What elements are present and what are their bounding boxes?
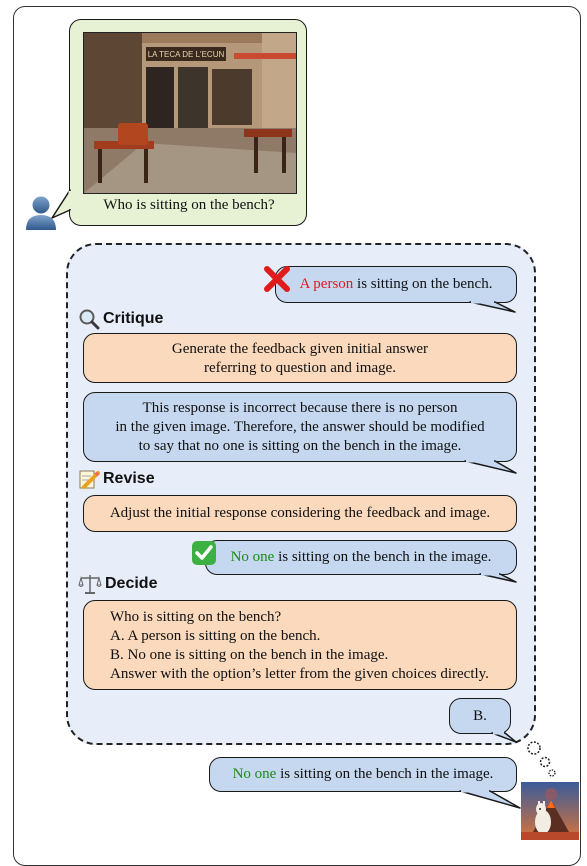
decide-line4: Answer with the option’s letter from the…: [110, 666, 489, 682]
shop-sign: LA TECA DE L'ECUN: [148, 50, 225, 59]
critique-prompt-line2: referring to question and image.: [203, 360, 397, 376]
scales-icon: [78, 575, 102, 594]
llama-volcano-avatar: [521, 782, 579, 840]
final-answer-bubble: No one is sitting on the bench in the im…: [209, 757, 517, 792]
decide-choice-bubble: B.: [449, 698, 511, 734]
revise-heading: Revise: [78, 468, 155, 490]
critique-heading: Critique: [78, 308, 163, 330]
revise-prompt-box: Adjust the initial response considering …: [83, 495, 517, 532]
final-answer-highlight: No one: [232, 766, 277, 782]
critique-feedback-bubble: This response is incorrect because there…: [83, 392, 517, 462]
user-silhouette-icon: [26, 196, 56, 230]
magnifier-icon: [79, 309, 100, 330]
decide-line2: A. A person is sitting on the bench.: [110, 628, 321, 644]
final-answer-rest: is sitting on the bench in the image.: [276, 766, 494, 782]
decide-line1: Who is sitting on the bench?: [110, 609, 282, 625]
initial-answer-rest: is sitting on the bench.: [353, 276, 493, 292]
feedback-line3: to say that no one is sitting on the ben…: [138, 438, 462, 454]
decide-line3: B. No one is sitting on the bench in the…: [110, 647, 389, 663]
memo-pencil-icon: [79, 470, 100, 489]
red-cross-icon: [264, 266, 290, 292]
decide-prompt-box: Who is sitting on the bench? A. A person…: [83, 600, 517, 690]
initial-answer-highlight: A person: [299, 276, 354, 292]
decide-label: Decide: [105, 575, 158, 592]
revised-answer-rest: is sitting on the bench in the image.: [274, 549, 492, 565]
bench-photo: LA TECA DE L'ECUN: [83, 32, 297, 194]
revise-prompt-text: Adjust the initial response considering …: [109, 505, 491, 521]
decide-heading: Decide: [78, 573, 157, 595]
critique-prompt-box: Generate the feedback given initial answ…: [83, 333, 517, 383]
revised-answer-bubble: No one is sitting on the bench in the im…: [205, 540, 517, 575]
user-question-text: Who is sitting on the bench?: [103, 197, 275, 213]
user-question-bubble: LA TECA DE L'ECUN Who is sitting on the …: [69, 19, 307, 226]
feedback-line2: in the given image. Therefore, the answe…: [115, 419, 485, 435]
green-check-icon: [192, 541, 216, 565]
critique-label: Critique: [103, 310, 164, 327]
decide-choice-text: B.: [473, 707, 487, 724]
revised-answer-highlight: No one: [230, 549, 275, 565]
critique-prompt-line1: Generate the feedback given initial answ…: [171, 341, 429, 357]
feedback-line1: This response is incorrect because there…: [142, 400, 458, 416]
revise-label: Revise: [103, 470, 155, 487]
initial-answer-bubble: A person is sitting on the bench.: [275, 266, 517, 303]
